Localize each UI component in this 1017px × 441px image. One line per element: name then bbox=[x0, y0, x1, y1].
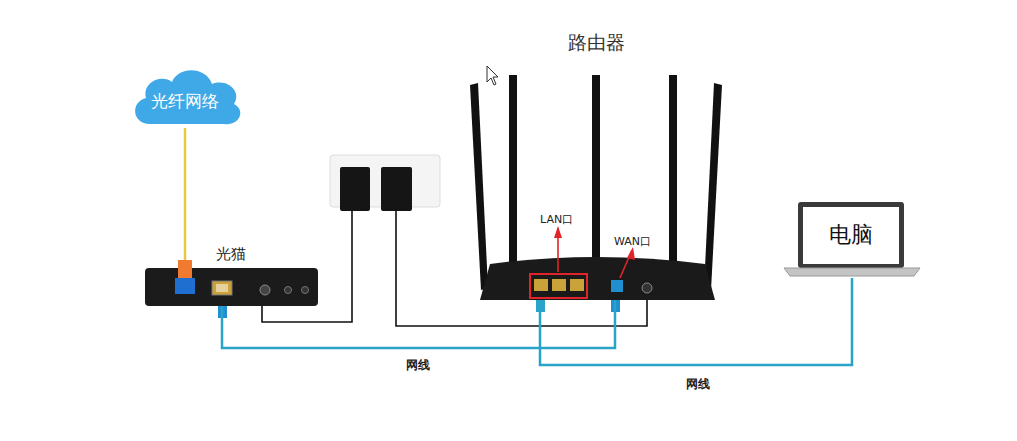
router-node: 路由器 bbox=[462, 28, 730, 300]
text-area: 路由器 bbox=[546, 28, 646, 56]
text-area: 光纤网络 bbox=[128, 78, 242, 124]
node-label: 光纤网络 bbox=[151, 91, 219, 111]
cable-label: 网线 bbox=[404, 357, 432, 374]
cable-label: 网线 bbox=[684, 376, 712, 393]
node-label: 电脑 bbox=[829, 222, 873, 248]
port-label: WAN口 bbox=[614, 234, 651, 249]
text-area: 光猫 bbox=[216, 244, 266, 264]
power-adapter bbox=[381, 167, 412, 211]
laptop-node: 电脑 bbox=[784, 200, 920, 278]
node-label: 光猫 bbox=[216, 245, 246, 263]
cable-line bbox=[222, 300, 615, 348]
text-area: 电脑 bbox=[803, 207, 899, 264]
power-adapter bbox=[340, 167, 370, 211]
cable-line bbox=[184, 128, 187, 244]
modem-node: 光猫 bbox=[140, 244, 322, 306]
mouse-cursor bbox=[487, 66, 498, 85]
node-shape bbox=[462, 28, 730, 300]
port-label: LAN口 bbox=[540, 212, 573, 227]
cloud-node: 光纤网络 bbox=[128, 64, 242, 128]
node-label: 路由器 bbox=[568, 31, 625, 54]
